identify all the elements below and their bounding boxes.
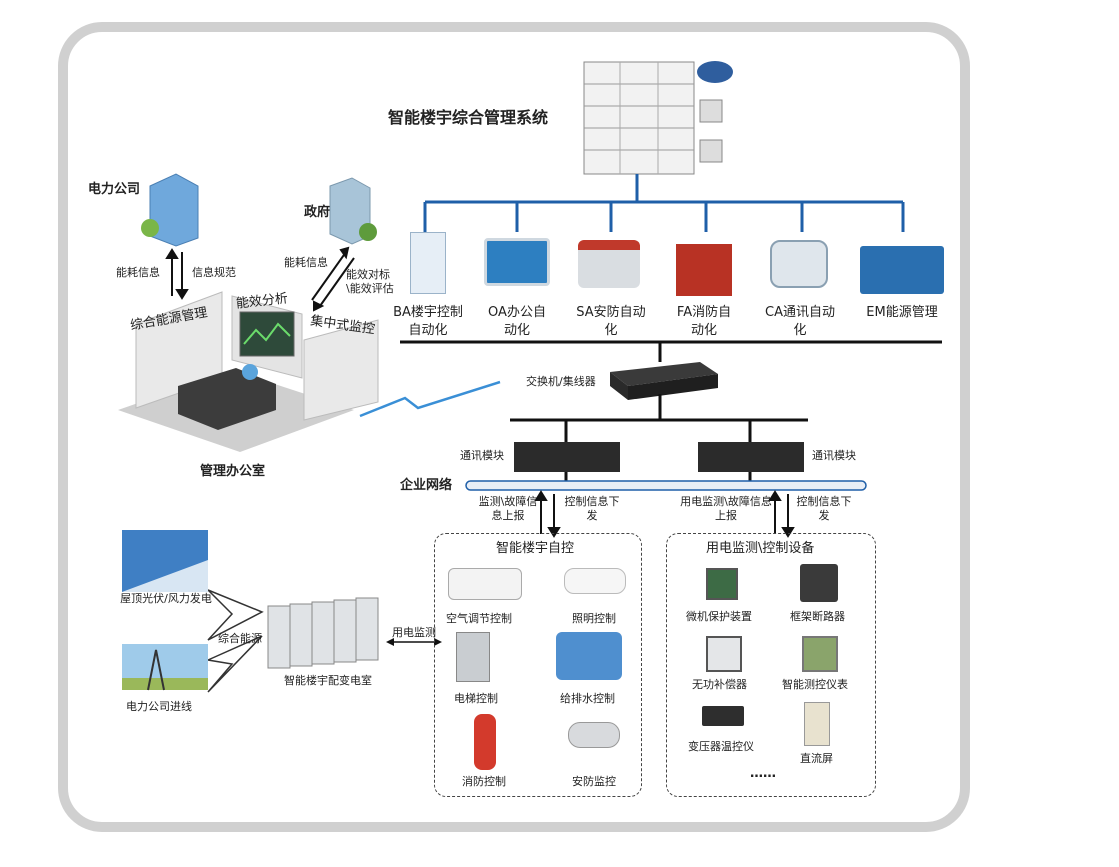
- substation-label: 智能楼宇配变电室: [284, 674, 372, 687]
- control-item-1: 空气调节控制: [446, 612, 512, 625]
- left-control-label: 控制信息下发: [564, 495, 620, 522]
- system-building-sketch: [583, 61, 733, 175]
- security-camera-alarm-icon: [578, 240, 640, 288]
- transformer-controller-icon: [702, 706, 744, 726]
- power-info-spec-label: 信息规范: [192, 266, 236, 279]
- building-control-box: [434, 533, 642, 797]
- power-company-label: 电力公司: [88, 182, 141, 197]
- elevator-icon: [456, 632, 490, 682]
- circuit-breaker-icon: [800, 564, 838, 602]
- subsystem-label-oa: OA办公自动化: [488, 305, 546, 338]
- comm-module-left-label: 通讯模块: [460, 449, 504, 462]
- management-office-label: 管理办公室: [200, 464, 266, 479]
- comm-module-right-label: 通讯模块: [812, 449, 856, 462]
- power-energy-info-label: 能耗信息: [116, 266, 160, 279]
- right-control-label: 控制信息下发: [796, 495, 852, 522]
- control-item-3: 电梯控制: [454, 692, 498, 705]
- subsystem-label-ca: CA通讯自动化: [765, 305, 835, 338]
- enterprise-network-label: 企业网络: [400, 478, 453, 493]
- subsystem-label-ba: BA楼宇控制自动化: [393, 305, 463, 338]
- device-item-6: 直流屏: [800, 752, 833, 765]
- control-item-4: 给排水控制: [560, 692, 615, 705]
- power-devices-title: 用电监测\控制设备: [706, 541, 815, 556]
- monitor-chart-icon: [484, 238, 550, 286]
- building-control-title: 智能楼宇自控: [496, 541, 575, 556]
- water-pump-icon: [556, 632, 622, 680]
- pv-wind-label: 屋顶光伏/风力发电: [120, 592, 212, 605]
- light-bulb-icon: [564, 568, 626, 594]
- fire-icon: [676, 244, 732, 296]
- right-report-label: 用电监测\故障信息上报: [680, 495, 772, 522]
- subsystem-label-fa: FA消防自动化: [676, 305, 732, 338]
- device-item-5: 变压器温控仪: [688, 740, 754, 753]
- control-item-6: 安防监控: [572, 775, 616, 788]
- device-item-2: 框架断路器: [790, 610, 845, 623]
- relay-protection-icon: [706, 568, 738, 600]
- control-item-2: 照明控制: [572, 612, 616, 625]
- power-devices-box: [666, 533, 876, 797]
- gov-energy-info-label: 能耗信息: [284, 256, 328, 269]
- subsystem-label-sa: SA安防自动化: [576, 305, 646, 338]
- device-item-3: 无功补偿器: [692, 678, 747, 691]
- government-label: 政府: [304, 205, 331, 220]
- compensator-icon: [706, 636, 742, 672]
- fire-extinguisher-icon: [474, 714, 496, 770]
- air-conditioner-icon: [448, 568, 522, 600]
- cctv-camera-icon: [568, 722, 620, 748]
- energy-meter-icon: [860, 246, 944, 294]
- communication-monitor-icon: [770, 240, 828, 288]
- left-report-label: 监测\故障信息上报: [478, 495, 538, 522]
- building-automation-icon: [410, 232, 446, 294]
- smart-meter-icon: [802, 636, 838, 672]
- device-more: ……: [750, 766, 776, 781]
- device-item-1: 微机保护装置: [686, 610, 752, 623]
- system-title: 智能楼宇综合管理系统: [388, 108, 549, 127]
- dc-panel-icon: [804, 702, 830, 746]
- power-monitor-link-label: 用电监测: [392, 626, 436, 639]
- combined-energy-label: 综合能源: [218, 632, 262, 645]
- control-item-5: 消防控制: [462, 775, 506, 788]
- subsystem-label-em: EM能源管理: [866, 305, 938, 320]
- gov-evaluation-label: 能效对标\能效评估: [346, 268, 394, 295]
- device-item-4: 智能测控仪表: [782, 678, 848, 691]
- switch-label: 交换机/集线器: [526, 375, 596, 388]
- grid-line-label: 电力公司进线: [126, 700, 192, 713]
